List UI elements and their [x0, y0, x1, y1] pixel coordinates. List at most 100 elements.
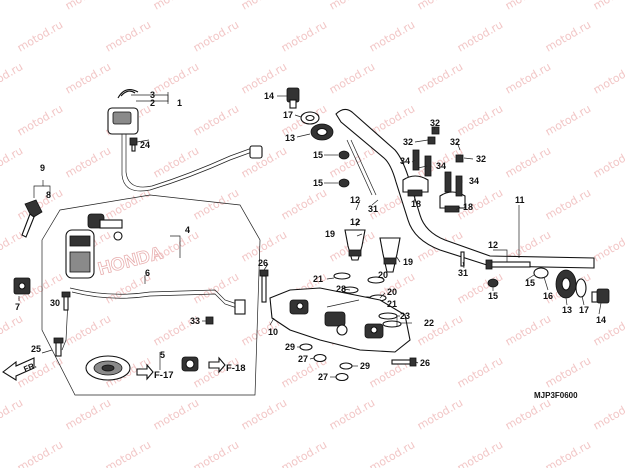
watermark-text: motod.ru	[63, 0, 113, 13]
callout-18-b: 18	[463, 202, 473, 212]
bolt-34-a	[412, 149, 420, 171]
watermark-text: motod.ru	[15, 438, 65, 468]
callout-24: 24	[140, 140, 150, 150]
callout-33: 33	[190, 316, 200, 326]
watermark-text: motod.ru	[239, 396, 289, 432]
watermark-text: motod.ru	[279, 18, 329, 54]
retaining-clip	[117, 89, 139, 99]
watermark-text: motod.ru	[591, 228, 625, 264]
watermark-text: motod.ru	[191, 270, 241, 306]
watermark-text: motod.ru	[367, 18, 417, 54]
watermark-text: motod.ru	[543, 354, 593, 390]
seat-lock-latch	[181, 356, 199, 372]
watermark-text: motod.ru	[503, 396, 553, 432]
callout-3: 3	[150, 90, 155, 100]
callout-15-right: 15	[488, 291, 498, 301]
watermark-text: motod.ru	[503, 0, 553, 13]
watermark-text: motod.ru	[455, 354, 505, 390]
callout-9: 9	[40, 163, 45, 173]
ref-arrow-f17-icon	[136, 363, 154, 381]
callout-27-b: 27	[318, 372, 328, 382]
watermark-text: motod.ru	[0, 396, 25, 432]
callout-labels: 3 2 1 24 9 8 4 6 7 30 33 25 5 14 17 13 1…	[15, 90, 606, 382]
callout-32-d: 32	[476, 154, 486, 164]
front-arrow-icon	[2, 357, 35, 381]
nut-32-c	[455, 154, 464, 163]
watermark-text: motod.ru	[63, 144, 113, 180]
callout-13-top: 13	[285, 133, 295, 143]
callout-34-b: 34	[436, 161, 446, 171]
upper-holder-18-a	[402, 175, 429, 197]
callout-32-c: 32	[450, 137, 460, 147]
callout-27-a: 27	[298, 354, 308, 364]
seat-lock-cylinder	[87, 213, 123, 241]
callout-19-a: 19	[325, 229, 335, 239]
watermark-text: motod.ru	[239, 144, 289, 180]
watermark-text: motod.ru	[191, 18, 241, 54]
callout-10: 10	[268, 327, 278, 337]
watermark-text: motod.ru	[591, 144, 625, 180]
callout-8: 8	[46, 190, 51, 200]
callout-17-top: 17	[283, 110, 293, 120]
watermark-text: motod.ru	[279, 438, 329, 468]
leader-lines	[18, 92, 602, 378]
callout-34-c: 34	[469, 176, 479, 186]
screw-33	[205, 316, 214, 325]
watermark-text: motod.ru	[591, 396, 625, 432]
bar-end-bolt-top	[286, 87, 300, 109]
watermark-text: motod.ru	[151, 0, 201, 13]
callout-26-left: 26	[258, 258, 268, 268]
callout-7: 7	[15, 302, 20, 312]
nut-27-a	[313, 353, 327, 363]
callout-20-b: 20	[387, 287, 397, 297]
bushing-23-a	[378, 312, 398, 320]
watermark-text: motod.ru	[543, 438, 593, 468]
callout-30: 30	[50, 298, 60, 308]
watermark-text: motod.ru	[327, 60, 377, 96]
bushing-23-b	[382, 320, 402, 328]
brand-text: HONDA	[96, 242, 165, 278]
callout-19-b: 19	[403, 257, 413, 267]
nut-32-a	[427, 136, 436, 145]
bolt-25	[53, 337, 64, 357]
left-assembly-frame	[41, 194, 261, 396]
callout-34-a: 34	[400, 156, 410, 166]
callout-2: 2	[150, 98, 155, 108]
callout-20-a: 20	[378, 270, 388, 280]
watermark-text: motod.ru	[591, 60, 625, 96]
washer-16	[533, 267, 549, 279]
bar-end-bolt-right	[591, 288, 610, 304]
lock-assembly	[65, 229, 95, 279]
nut-27-b	[335, 372, 349, 382]
watermark-text: motod.ru	[0, 228, 25, 264]
callout-17-right: 17	[579, 305, 589, 315]
callout-15-b: 15	[313, 178, 323, 188]
ref-f18: F-18	[226, 363, 246, 374]
watermark-text: motod.ru	[591, 0, 625, 13]
ignition-key	[21, 199, 43, 238]
watermark-text: motod.ru	[455, 18, 505, 54]
washer-17	[300, 111, 320, 125]
callout-18-a: 18	[411, 199, 421, 209]
watermark-text: motod.ru	[503, 144, 553, 180]
watermark-text: motod.ru	[543, 18, 593, 54]
bolt-30	[61, 291, 71, 311]
watermark-text: motod.ru	[0, 0, 25, 13]
bushing-21-a	[333, 272, 351, 280]
nut-15-a	[338, 150, 350, 160]
fuel-cap	[85, 355, 131, 381]
callout-23: 23	[400, 311, 410, 321]
front-label: FR.	[22, 361, 37, 374]
watermark-text: motod.ru	[191, 438, 241, 468]
watermark-text: motod.ru	[503, 60, 553, 96]
callout-32-a: 32	[430, 118, 440, 128]
ref-f17: F-17	[154, 370, 174, 381]
callout-26-right: 26	[420, 358, 430, 368]
collar-29-a	[299, 343, 313, 351]
callout-16: 16	[543, 291, 553, 301]
callout-15-a: 15	[313, 150, 323, 160]
watermark-text: motod.ru	[279, 186, 329, 222]
watermark-text: motod.ru	[327, 144, 377, 180]
collar-29-b	[339, 362, 353, 370]
